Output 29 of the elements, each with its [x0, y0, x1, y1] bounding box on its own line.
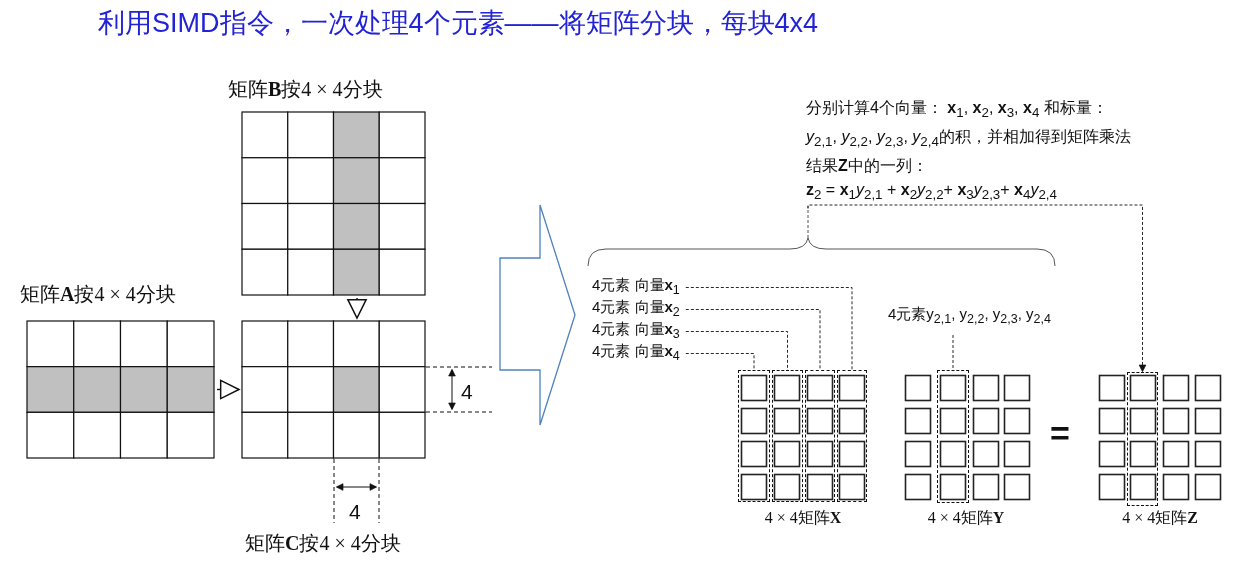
matrix-caption: 4 × 4矩阵Y	[926, 508, 1006, 528]
vector-label: 4元素 向量x$_{3}$	[592, 319, 680, 343]
leader-line	[685, 331, 788, 371]
dimension-value: 4	[461, 380, 473, 404]
formula-text: z$_{2}$ = x$_{1}$y$_{2,1}$ + x$_{2}$y$_{2,2}$+ x$_{3}$y$_{2,3}$+ x$_{4}$y$_{2,4}$	[806, 180, 1058, 205]
leader-line	[952, 334, 954, 371]
dashed-column-box	[738, 370, 770, 502]
dashed-column-box	[805, 370, 835, 502]
matrix-caption: 4 × 4矩阵Z	[1121, 508, 1199, 528]
vector-label: 4元素 向量x$_{4}$	[592, 341, 680, 365]
matrix-caption: 4 × 4矩阵X	[763, 508, 843, 528]
dashed-column-box	[1127, 372, 1158, 506]
arrow	[216, 379, 240, 400]
grid-heading: 矩阵C按4 × 4分块	[245, 531, 401, 556]
leader-line	[685, 309, 821, 371]
leader-line	[685, 287, 853, 371]
equals-sign: =	[1050, 414, 1070, 453]
grid-heading: 矩阵B按4 × 4分块	[228, 77, 383, 102]
arrow	[347, 297, 367, 319]
vector-label: 4元素 向量x$_{1}$	[592, 275, 680, 299]
scalar-label: 4元素y$_{2,1}$, y$_{2,2}$, y$_{2,3}$, y$_{2,4}$	[888, 304, 1051, 328]
dashed-column-box	[937, 370, 969, 503]
grid-heading: 矩阵A按4 × 4分块	[20, 282, 176, 307]
vector-label: 4元素 向量x$_{2}$	[592, 297, 680, 321]
title: 利用SIMD指令，一次处理4个元素——将矩阵分块，每块4x4	[98, 7, 819, 40]
dashed-column-box	[837, 370, 867, 502]
leader-line	[685, 353, 755, 371]
dashed-column-box	[772, 370, 803, 502]
dimension-value: 4	[349, 500, 361, 524]
